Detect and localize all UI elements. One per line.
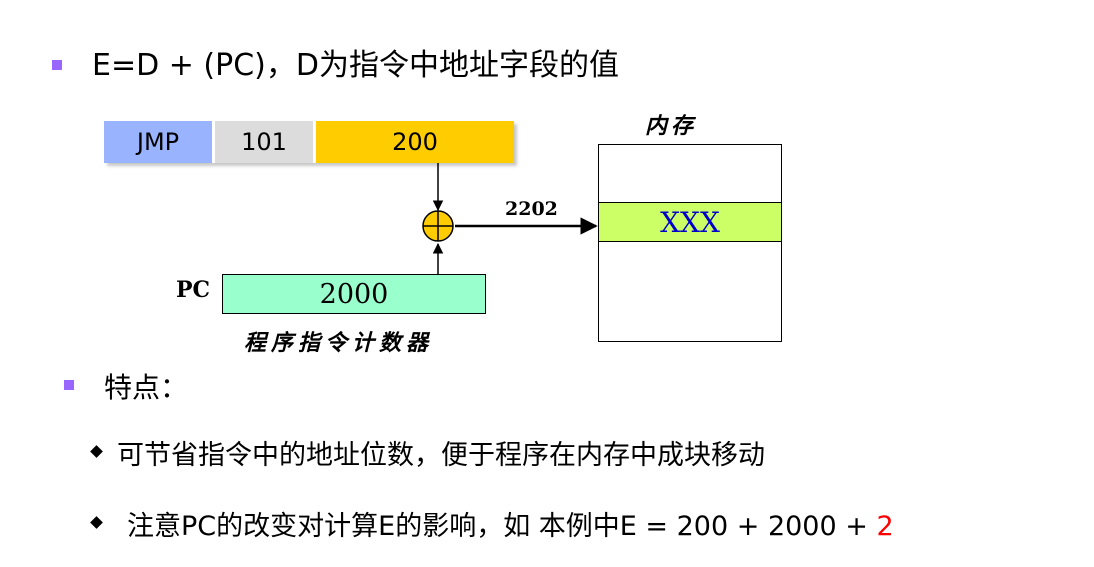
memory-cell: XXX — [598, 202, 782, 242]
memory-block — [598, 144, 782, 342]
memory-title: 内存 — [645, 113, 698, 139]
feature-point-1: 可节省指令中的地址位数，便于程序在内存中成块移动 — [117, 440, 765, 471]
mode-field: 101 — [215, 121, 313, 163]
effective-address-label: 2202 — [505, 198, 558, 220]
formula-text: E=D + (PC)，D为指令中地址字段的值 — [92, 48, 619, 83]
circle-plus-icon — [422, 210, 454, 242]
pc-caption: 程序指令计数器 — [244, 330, 434, 356]
feature-point-2: 注意PC的改变对计算E的影响，如 本例中E = 200 + 2000 + 2 — [127, 504, 894, 543]
pc-register: 2000 — [222, 274, 486, 314]
square-bullet-icon — [52, 60, 62, 70]
highlight-value: 2 — [876, 511, 894, 542]
address-field: 200 — [316, 121, 514, 163]
square-bullet-icon — [64, 380, 74, 390]
pc-label: PC — [176, 277, 211, 303]
instruction-word: JMP 101 200 — [104, 121, 514, 163]
feature-point-2-text: 注意PC的改变对计算E的影响，如 本例中E = 200 + 2000 + — [127, 511, 877, 542]
opcode-field: JMP — [104, 121, 212, 163]
features-label: 特点： — [104, 371, 189, 404]
